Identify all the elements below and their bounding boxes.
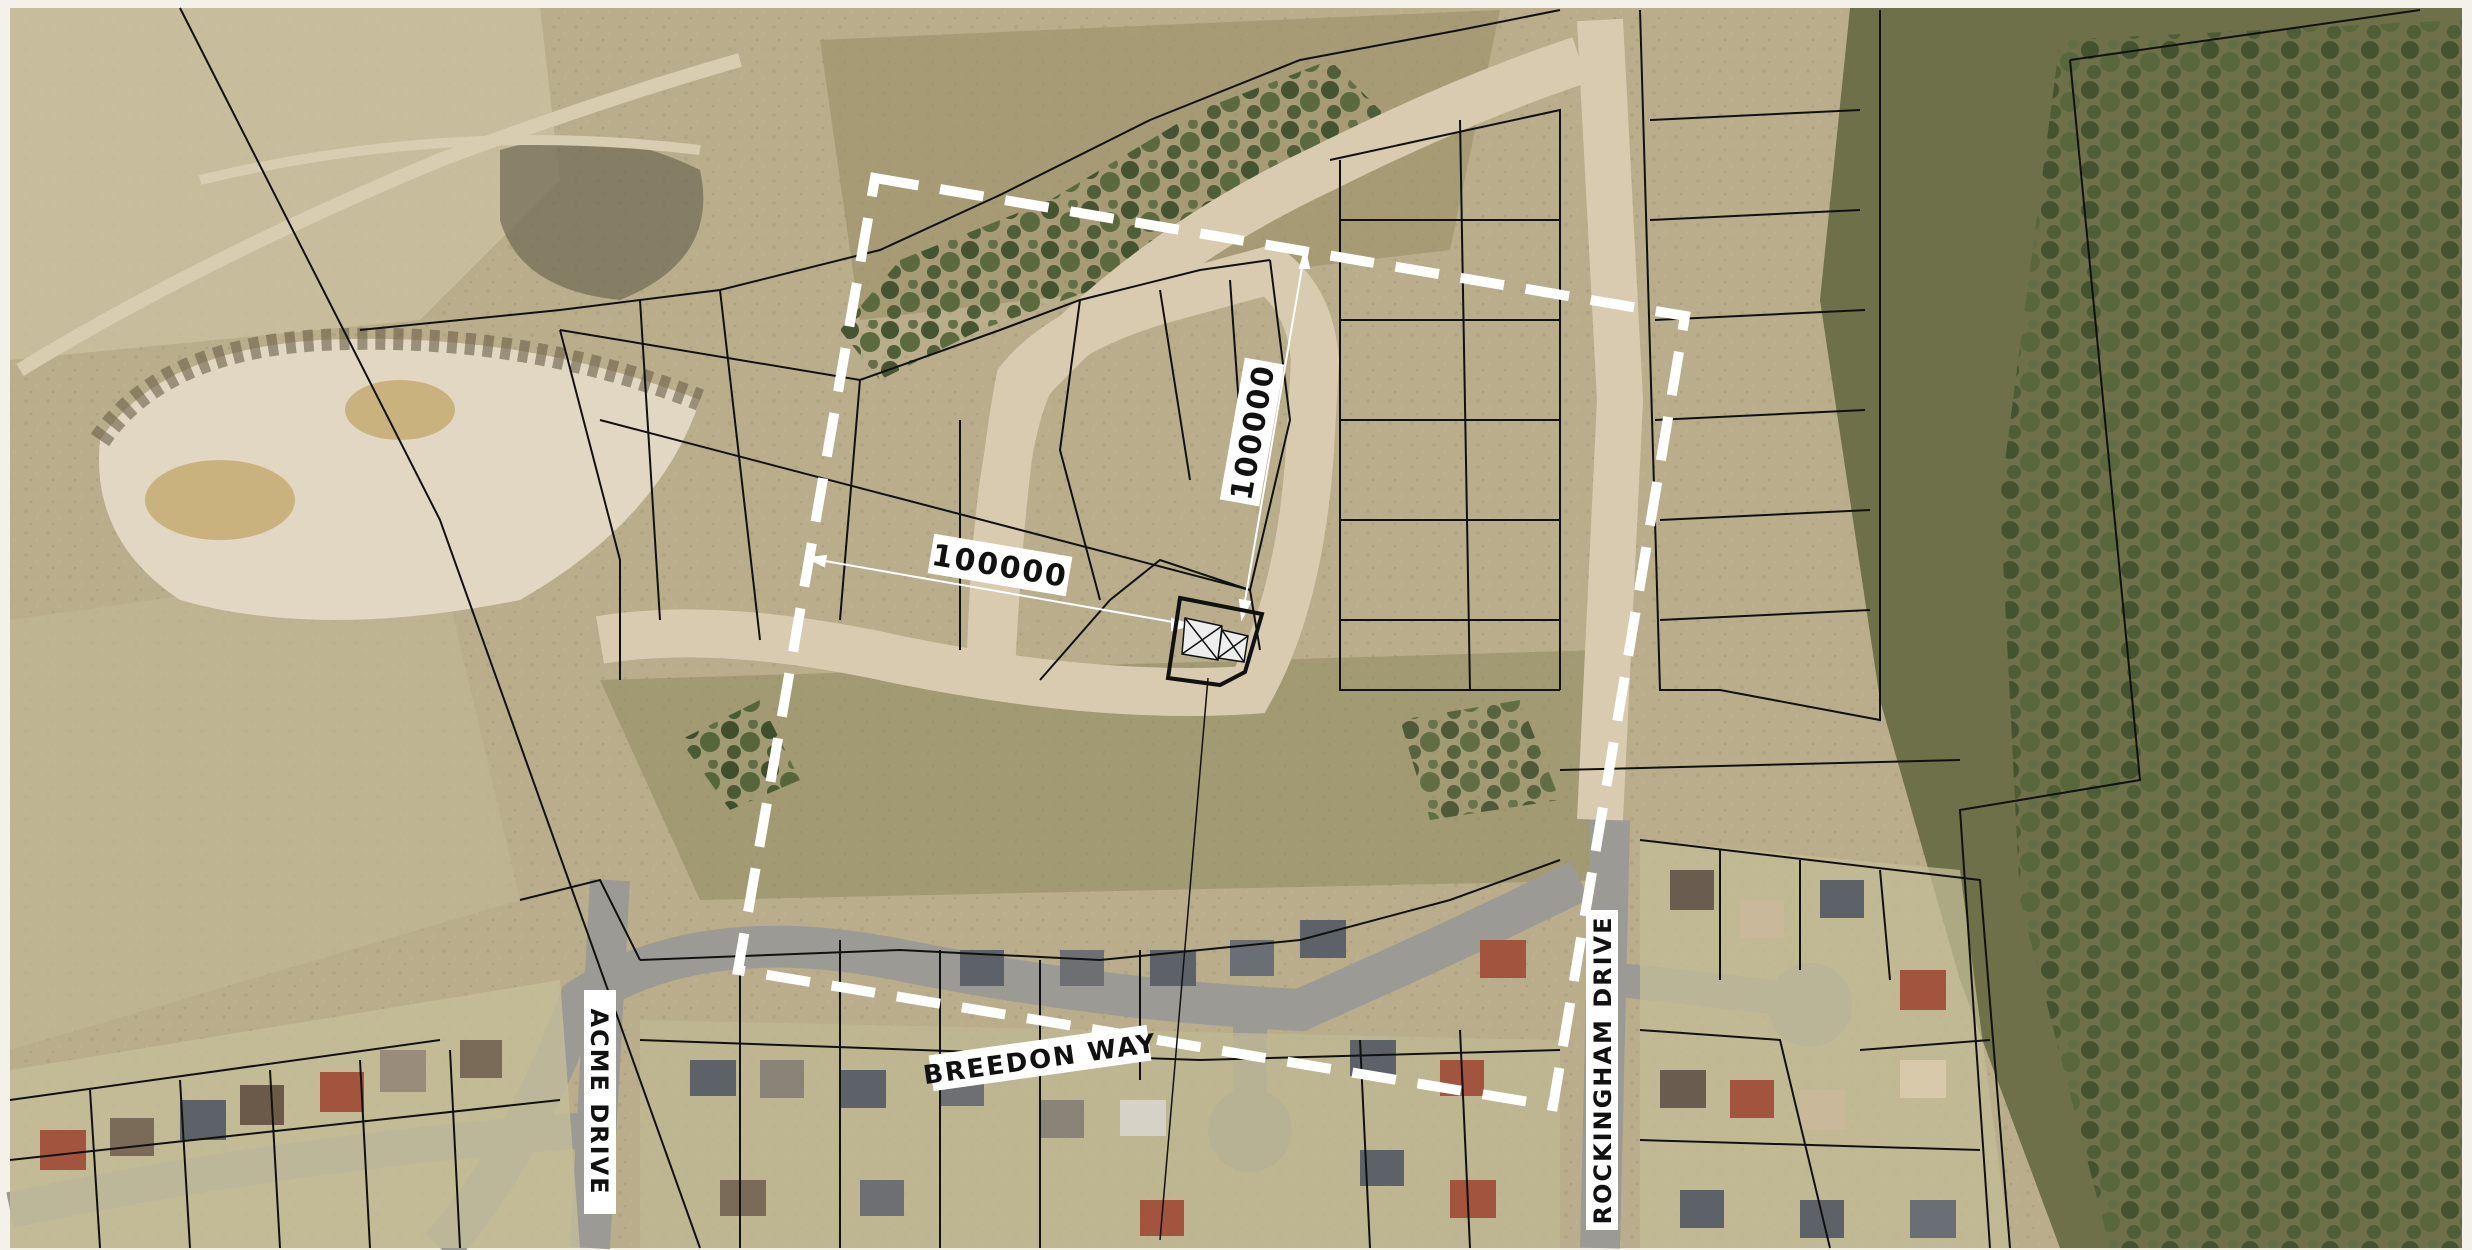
quarry-rim bbox=[90, 327, 704, 447]
house-footprint-icon bbox=[1181, 617, 1249, 663]
street-name-acme-drive: ACME DRIVE bbox=[585, 1008, 613, 1195]
tree-cluster-west bbox=[680, 700, 800, 810]
quarry-dark-ground bbox=[500, 138, 704, 300]
site-frame-dashed bbox=[732, 172, 1691, 1112]
quarry-pond-west bbox=[145, 460, 295, 540]
quarry-pit bbox=[99, 338, 700, 620]
gravel-track-west bbox=[16, 53, 742, 376]
scrub-middle bbox=[600, 650, 1620, 900]
paddock-west bbox=[10, 8, 560, 360]
gravel-road-east bbox=[1577, 18, 1644, 822]
gravel-road-north-curve bbox=[966, 37, 1588, 691]
cadastral-boundaries bbox=[9, 7, 2421, 1249]
bushland-east-trees bbox=[2000, 20, 2462, 1248]
paddock-southwest bbox=[10, 560, 520, 1050]
tree-cluster-south bbox=[1400, 700, 1560, 820]
gravel-track-north bbox=[198, 135, 701, 185]
quarry-pond-east bbox=[345, 380, 455, 440]
leader-line bbox=[1159, 677, 1209, 1241]
street-name-rockingham-drive: ROCKINGHAM DRIVE bbox=[1589, 915, 1617, 1224]
site-lot bbox=[1165, 595, 1265, 688]
residential-zone-southeast bbox=[1640, 840, 2010, 1248]
tree-belt-north bbox=[840, 60, 1390, 380]
street-label-rockingham: ROCKINGHAM DRIVE bbox=[1586, 910, 1618, 1230]
street-label-acme: ACME DRIVE bbox=[584, 990, 616, 1214]
residential-zone-southwest bbox=[10, 980, 580, 1248]
